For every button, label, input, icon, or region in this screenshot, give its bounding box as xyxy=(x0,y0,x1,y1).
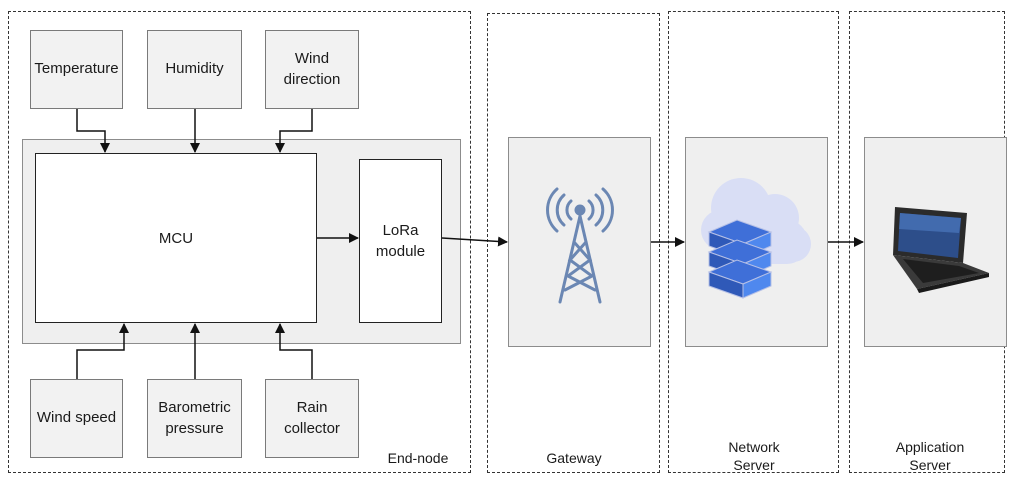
temperature-arrow xyxy=(76,109,110,153)
wind-direction-sensor: Wind direction xyxy=(265,30,359,109)
laptop-icon xyxy=(893,207,989,293)
end-node-zone xyxy=(8,11,471,473)
wind-speed-sensor: Wind speed xyxy=(30,379,123,458)
antenna-tower-icon xyxy=(546,187,614,304)
gateway-label: Gateway xyxy=(546,450,602,466)
barometric-pressure-label: Barometric pressure xyxy=(158,399,231,437)
lora-module-label: LoRa module xyxy=(375,222,426,260)
end-node-label: End-node xyxy=(387,450,449,466)
temperature-label: Temperature xyxy=(34,60,119,78)
wind-direction-arrow xyxy=(275,109,313,153)
gateway-panel xyxy=(508,137,651,347)
rain-collector-label: Rain collector xyxy=(284,399,340,437)
gateway-zone xyxy=(487,13,660,473)
network-server-label: Network Server xyxy=(728,439,780,474)
cloud-server-icon xyxy=(701,178,811,299)
mcu-label: MCU xyxy=(158,229,194,247)
lora-module-block: LoRa module xyxy=(359,159,442,323)
rain-collector-sensor: Rain collector xyxy=(265,379,359,458)
lora-to-gateway-arrow xyxy=(441,236,508,247)
humidity-sensor: Humidity xyxy=(147,30,242,109)
wind-speed-arrow xyxy=(76,323,129,379)
rain-collector-arrow xyxy=(275,323,313,379)
wind-speed-label: Wind speed xyxy=(36,409,117,427)
application-server-label: Application Server xyxy=(895,439,965,474)
barometric-pressure-sensor: Barometric pressure xyxy=(147,379,242,458)
temperature-sensor: Temperature xyxy=(30,30,123,109)
humidity-label: Humidity xyxy=(165,60,224,78)
mcu-block: MCU xyxy=(35,153,317,323)
wind-direction-label: Wind direction xyxy=(283,50,341,88)
